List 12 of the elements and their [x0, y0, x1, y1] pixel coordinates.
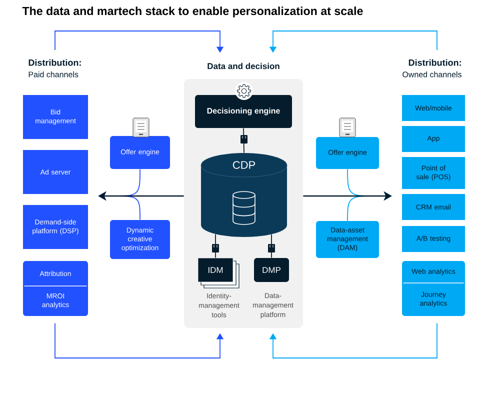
column-heading: Distribution: Owned channels	[402, 59, 462, 78]
connector-line	[243, 128, 244, 154]
engine-box: Decisioning engine	[195, 95, 292, 128]
arrow	[269, 322, 438, 358]
panel-heading: Data and decision	[208, 62, 280, 70]
tool-box: DMP	[254, 258, 289, 282]
database-cylinder: CDP	[200, 153, 288, 237]
title: The data and martech stack to enable personalization at scale	[22, 6, 363, 18]
connector-line	[271, 234, 272, 258]
stacked-box: IDM	[198, 258, 240, 288]
column-heading: Distribution: Paid channels	[28, 59, 81, 78]
connector-line	[215, 234, 216, 258]
